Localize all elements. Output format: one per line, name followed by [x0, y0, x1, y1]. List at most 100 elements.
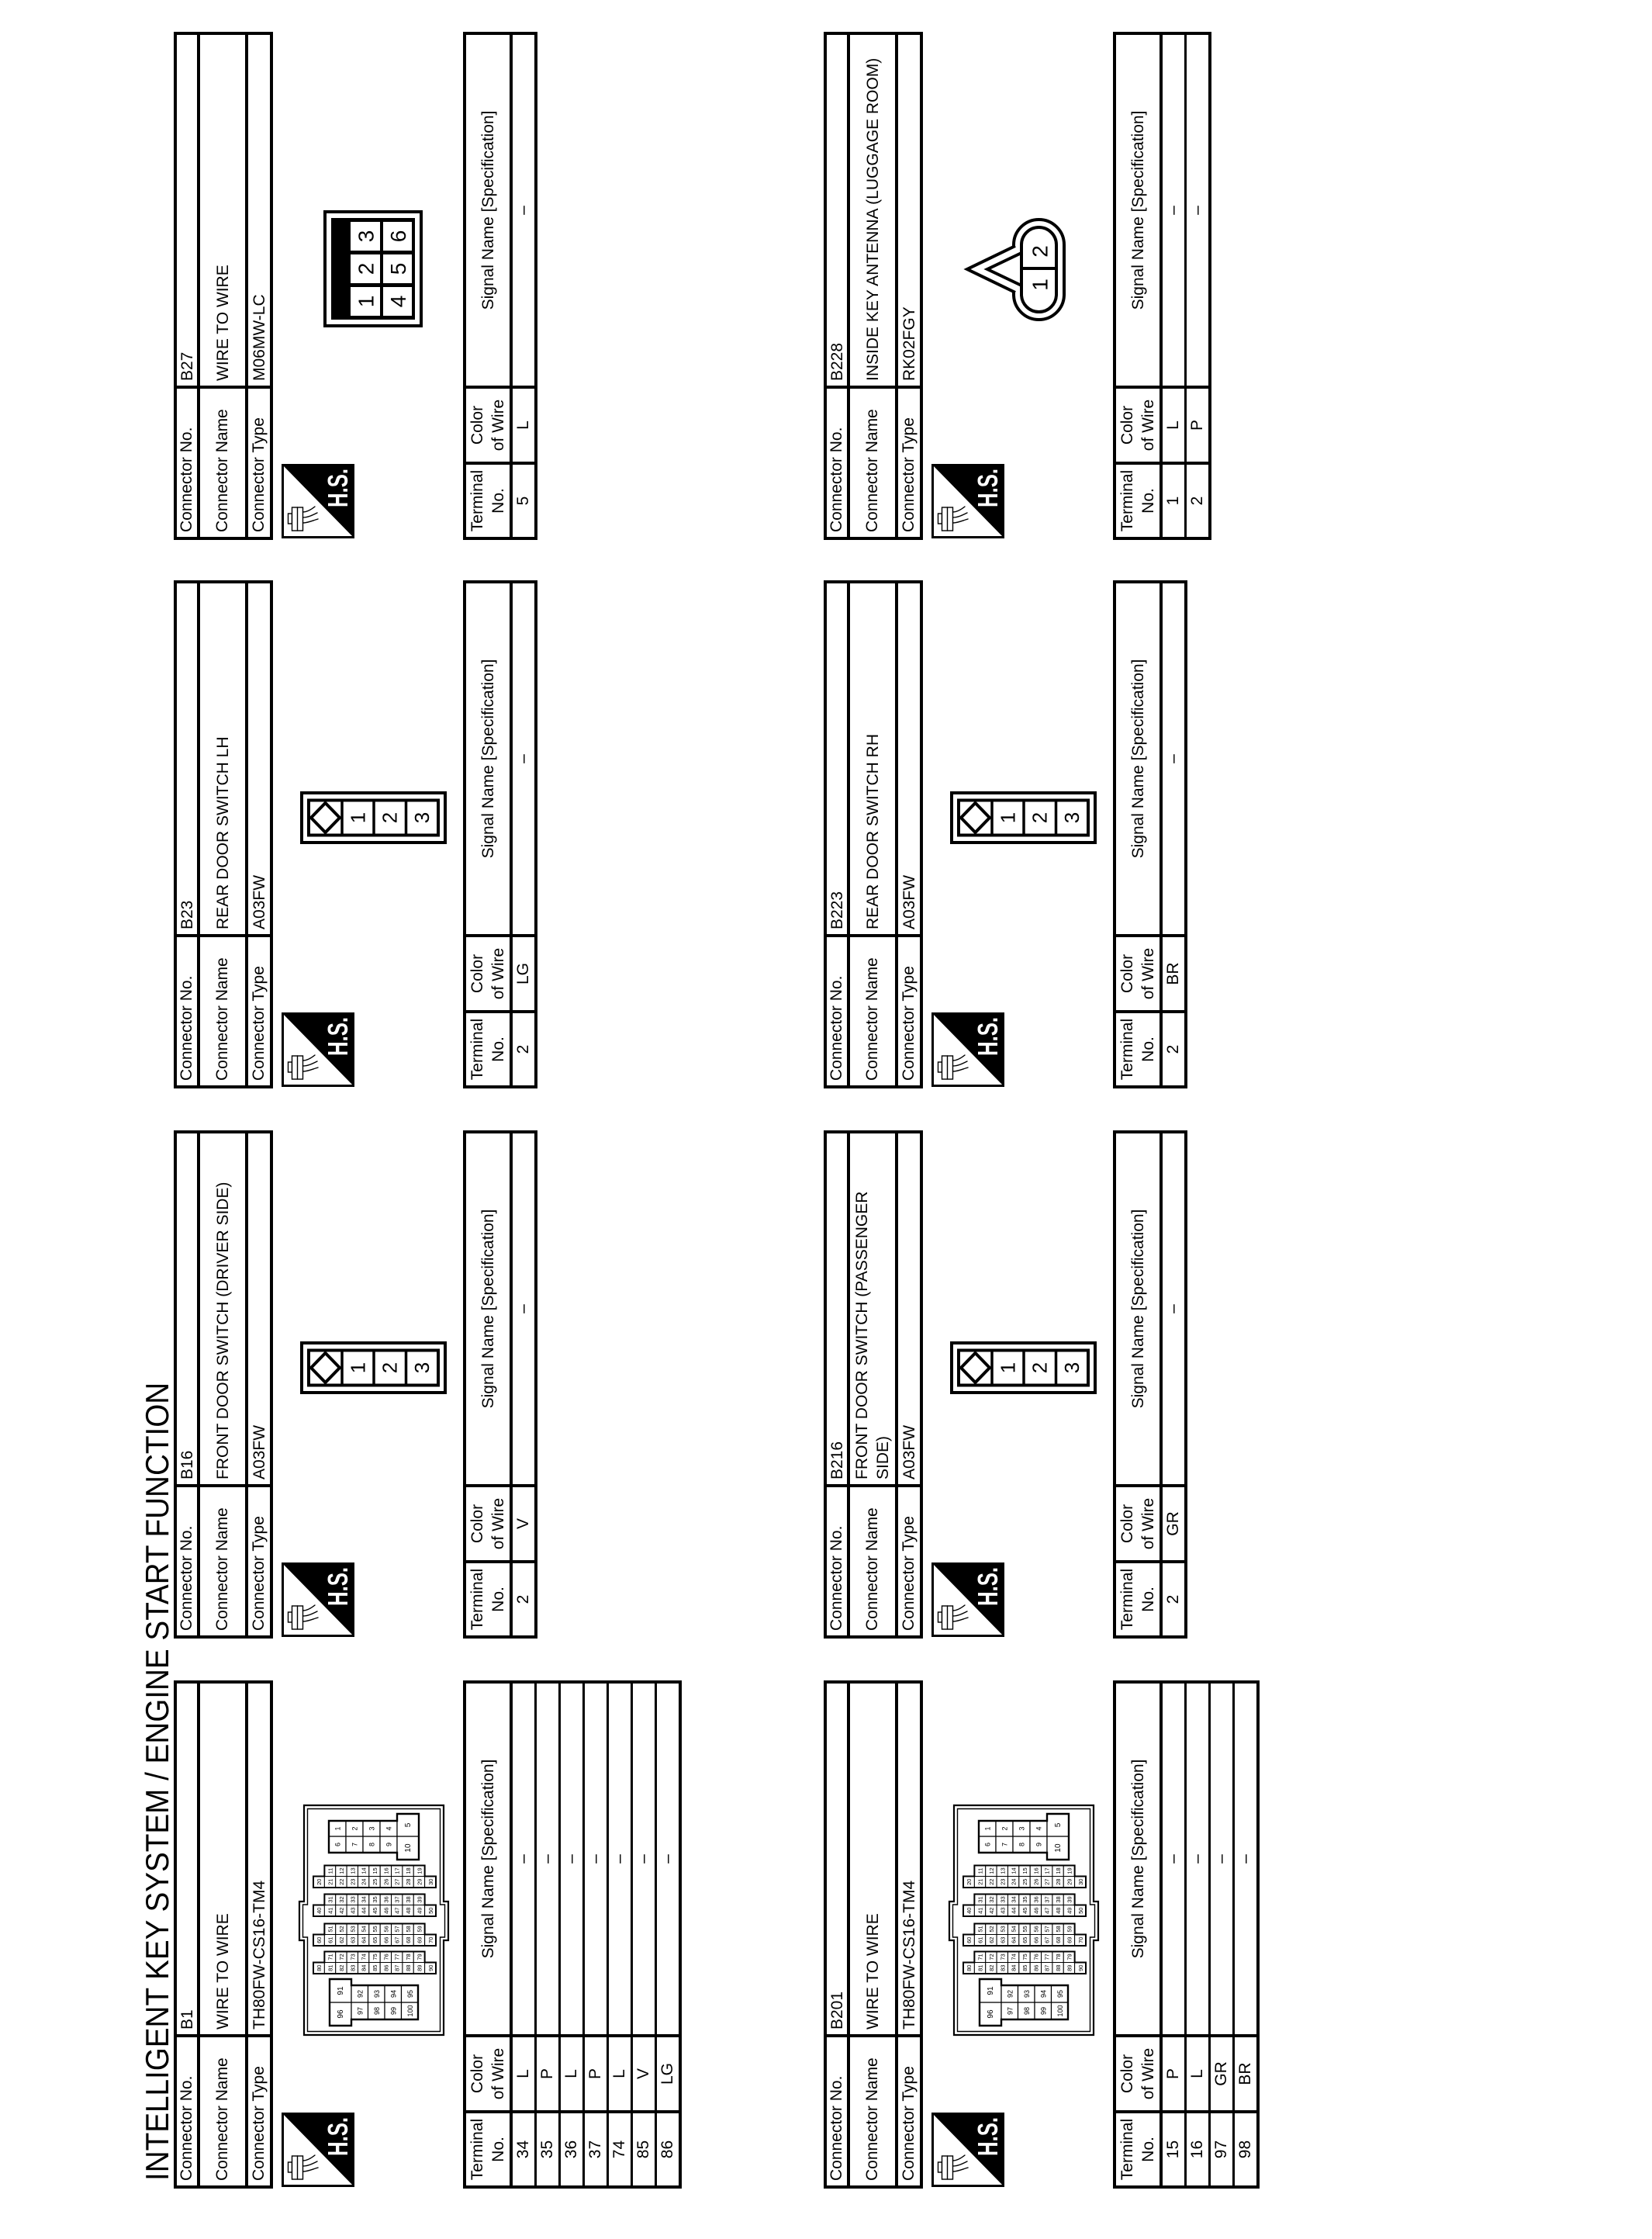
- pin-number: 22: [338, 1879, 345, 1885]
- pin-number: 65: [372, 1937, 378, 1943]
- connector-block: Connector No. B216 Connector Name FRONT …: [824, 1130, 1367, 1639]
- pin-number: 18: [1055, 1867, 1062, 1874]
- triangle-guide-fill: [967, 245, 1018, 293]
- pin-number: 77: [394, 1954, 401, 1960]
- connector-name-label: Connector Name: [850, 386, 895, 537]
- pin-number: 12: [338, 1867, 345, 1874]
- pin-number: 84: [361, 1965, 368, 1971]
- wire-color-cell: P: [537, 2034, 558, 2110]
- connector-no-label: Connector No.: [177, 1484, 197, 1635]
- connector-block: Connector No. B1 Connector Name WIRE TO …: [174, 1680, 717, 2189]
- wire-color-cell: L: [1163, 386, 1184, 462]
- connector-pictogram-icon: [937, 506, 969, 531]
- pin-number: 6: [984, 1843, 992, 1846]
- connector-type-value: M06MW-LC: [250, 294, 268, 381]
- pin-number: 85: [1021, 1965, 1028, 1971]
- pin-number: 22: [988, 1879, 995, 1885]
- connector-no-value: B23: [178, 900, 196, 929]
- connector-info-table: Connector No. B16 Connector Name FRONT D…: [174, 1130, 273, 1639]
- header-line: of Wire: [1139, 2047, 1157, 2100]
- pin-number: 34: [1011, 1896, 1018, 1902]
- header-line: Color: [1118, 405, 1136, 445]
- pictogram-wire: [952, 1061, 968, 1067]
- pin-number: 98: [373, 2007, 381, 2015]
- connector-face-svg: 12: [963, 218, 1066, 321]
- pin-cell: [383, 254, 412, 283]
- connector-name-row: Connector Name WIRE TO WIRE: [850, 1684, 898, 2185]
- pin-number: 67: [1044, 1937, 1051, 1943]
- pin-number: 70: [1077, 1937, 1084, 1943]
- connector-no-row: Connector No. B16: [177, 1133, 200, 1635]
- terminal-no-cell: 2: [513, 1560, 534, 1635]
- pin-number: 83: [999, 1965, 1006, 1971]
- pin-number: 39: [416, 1896, 423, 1902]
- connector-type-value: A03FW: [250, 1424, 268, 1479]
- pin-cell: [383, 222, 412, 251]
- pictogram-wire: [952, 2167, 969, 2172]
- pin-number: 17: [394, 1867, 401, 1874]
- connector-info-table: Connector No. B1 Connector Name WIRE TO …: [174, 1680, 273, 2189]
- pin-group-outline: [313, 1893, 437, 1917]
- pin-number: 57: [1044, 1926, 1051, 1932]
- connector-name-value: WIRE TO WIRE: [213, 1913, 232, 2030]
- page-title: INTELLIGENT KEY SYSTEM / ENGINE START FU…: [139, 1382, 175, 2181]
- harness-side-svg: H.S.: [282, 1012, 354, 1087]
- connector-pictogram-icon: [937, 1604, 969, 1630]
- pin-number: 100: [1056, 2005, 1064, 2016]
- signal-name-cell: –: [514, 1854, 532, 1864]
- harness-side-svg: H.S.: [282, 2113, 354, 2187]
- pin-number: 97: [1006, 2007, 1014, 2015]
- pin-number: 69: [416, 1937, 423, 1943]
- pin-number: 23: [349, 1879, 356, 1885]
- pin-number: 67: [394, 1937, 401, 1943]
- triangle-guide-inner: [983, 251, 1022, 287]
- harness-side-icon: H.S.: [282, 2113, 354, 2187]
- pin-number: 44: [1011, 1908, 1018, 1914]
- connector-type-value: RK02FGY: [900, 306, 918, 381]
- signal-name-cell: –: [514, 206, 532, 215]
- header-line: Color: [1118, 2054, 1136, 2094]
- signal-name-cell: –: [586, 1854, 604, 1864]
- connector-info-table: Connector No. B216 Connector Name FRONT …: [824, 1130, 923, 1639]
- connector-housing-outline: [948, 1804, 1100, 2037]
- pin-number: 49: [416, 1908, 423, 1914]
- pin-number: 60: [316, 1937, 323, 1943]
- pin-number: 6: [334, 1843, 342, 1846]
- pin-number: 24: [1011, 1879, 1018, 1885]
- pin-number: 33: [999, 1896, 1006, 1902]
- connector-pictogram-icon: [287, 1054, 319, 1080]
- signal-name-header: Signal Name [Specification]: [479, 1209, 497, 1409]
- pictogram-wire: [302, 2154, 316, 2161]
- pin-number: 74: [1011, 1954, 1018, 1960]
- pin-number: 63: [349, 1937, 356, 1943]
- harness-side-svg: H.S.: [931, 464, 1004, 538]
- connector-type-row: Connector Type TH80FW-CS16-TM4: [248, 1684, 270, 2185]
- pictogram-wire: [952, 2154, 966, 2161]
- pin-number: 11: [327, 1868, 334, 1874]
- connector-no-label: Connector No.: [827, 1484, 847, 1635]
- pin-number: 73: [349, 1954, 356, 1960]
- pin-number: 66: [382, 1937, 389, 1943]
- connector-type-label: Connector Type: [248, 934, 270, 1085]
- signal-name-cell: –: [1164, 1304, 1182, 1313]
- terminal-no-cell: 86: [657, 2110, 679, 2185]
- connector-name-row: Connector Name FRONT DOOR SWITCH (PASSEN…: [850, 1133, 898, 1635]
- pin-number: 87: [394, 1965, 401, 1971]
- pin-number: 39: [1066, 1896, 1073, 1902]
- pin-number: 5: [404, 1822, 413, 1827]
- terminal-no-cell: 2: [513, 1010, 534, 1085]
- pin-number: 20: [316, 1879, 323, 1885]
